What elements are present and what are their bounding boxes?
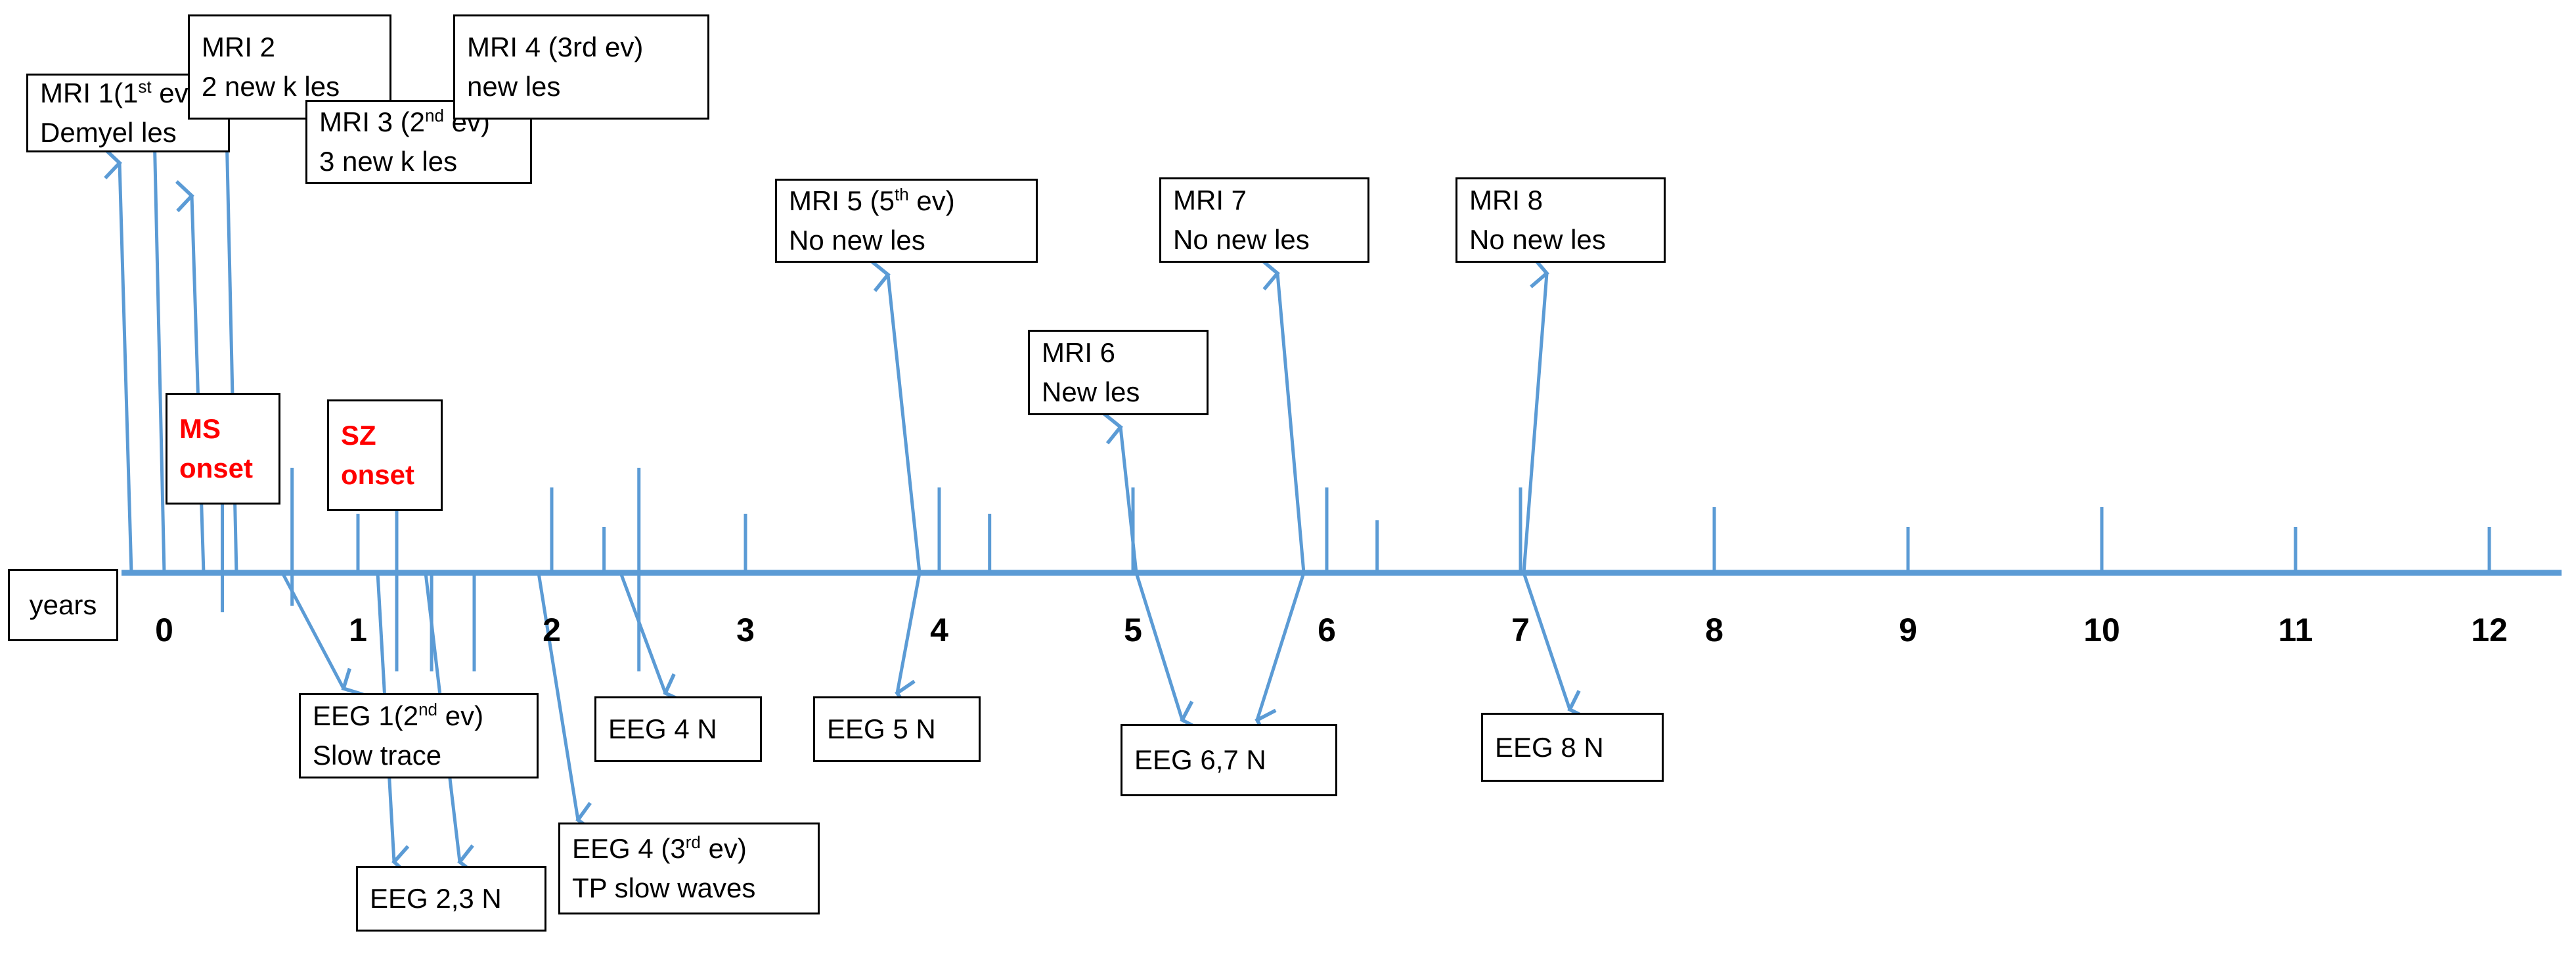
mri-8-box-line-2: No new les <box>1469 224 1606 255</box>
axis-unit-label: years <box>29 589 97 620</box>
eeg-5-n-box[interactable]: EEG 5 N <box>813 696 981 762</box>
mri-4-box-line-1: MRI 4 (3rd ev) <box>467 32 644 63</box>
mri-6-box-line-1: MRI 6 <box>1042 337 1116 369</box>
mri-5-box[interactable]: MRI 5 (5th ev) No new les <box>775 179 1038 263</box>
mri-7-box-connector <box>1260 258 1306 574</box>
mri-6-box-line-2: New les <box>1042 376 1140 407</box>
eeg-4-n-box-connector <box>619 572 686 704</box>
eeg-6-7-n-box[interactable]: EEG 6,7 N <box>1121 724 1337 796</box>
eeg-1-box-connector <box>280 572 365 697</box>
eeg-4-3rd-ev-box[interactable]: EEG 4 (3rd ev) TP slow waves <box>558 823 820 914</box>
eeg-5-n-box-line-1: EEG 5 N <box>827 713 936 745</box>
mri-8-box-line-1: MRI 8 <box>1469 185 1543 216</box>
eeg-5-n-box-connector <box>895 572 922 711</box>
eeg-8-n-box-line-1: EEG 8 N <box>1495 731 1604 763</box>
mri-5-box-line-2: No new les <box>789 225 925 256</box>
eeg-6-7-n-box-connector-2 <box>1255 572 1306 740</box>
eeg-6-7-n-box-connector-1 <box>1134 572 1202 732</box>
mri-3-box-connector <box>175 180 206 574</box>
mri-2-box-connector <box>138 116 166 574</box>
eeg-1-box-line-1: EEG 1(2nd ev) <box>313 700 484 732</box>
axis-tick-label-11: 11 <box>2278 612 2313 648</box>
sz-onset-box-line-2: onset <box>341 459 415 490</box>
mri-6-box-connector <box>1103 412 1138 574</box>
eeg-8-n-box[interactable]: EEG 8 N <box>1481 713 1664 782</box>
mri-5-box-connector <box>870 259 922 574</box>
axis-tick-label-7: 7 <box>1511 612 1530 648</box>
eeg-8-n-box-connector <box>1522 572 1589 721</box>
ms-onset-box[interactable]: MS onset <box>166 393 280 505</box>
eeg-4-3rd-ev-box-connector <box>537 572 596 834</box>
eeg-1-box-line-2: Slow trace <box>313 740 442 771</box>
ms-onset-box-line-2: onset <box>179 453 254 484</box>
sz-onset-box[interactable]: SZ onset <box>327 399 443 511</box>
eeg-4-3rd-ev-box-line-2: TP slow waves <box>572 872 756 903</box>
mri-4-box[interactable]: MRI 4 (3rd ev) new les <box>453 14 709 120</box>
mri-8-box[interactable]: MRI 8 No new les <box>1455 177 1666 263</box>
mri-2-box-line-2: 2 new k les <box>202 71 340 102</box>
mri-8-box-connector <box>1522 256 1549 574</box>
mri-3-box-line-2: 3 new k les <box>319 146 458 177</box>
ms-onset-box-line-1: MS <box>179 413 221 445</box>
eeg-1-box[interactable]: EEG 1(2nd ev) Slow trace <box>299 693 539 778</box>
axis-tick-label-5: 5 <box>1124 612 1142 648</box>
mri-7-box[interactable]: MRI 7 No new les <box>1159 177 1369 263</box>
axis-tick-label-4: 4 <box>930 612 948 648</box>
mri-6-box[interactable]: MRI 6 New les <box>1028 330 1209 415</box>
mri-5-box-line-1: MRI 5 (5th ev) <box>789 185 955 217</box>
mri-2-box-line-1: MRI 2 <box>202 32 276 63</box>
eeg-6-7-n-box-line-1: EEG 6,7 N <box>1134 744 1266 776</box>
mri-3-box-line-1: MRI 3 (2nd ev) <box>319 106 491 138</box>
eeg-2-3-box-line-1: EEG 2,3 N <box>370 883 502 914</box>
mri-4-box-connector <box>210 116 238 574</box>
mri-7-box-line-1: MRI 7 <box>1173 185 1247 216</box>
eeg-4-3rd-ev-box-line-1: EEG 4 (3rd ev) <box>572 832 747 865</box>
eeg-4-n-box-line-1: EEG 4 N <box>608 713 717 745</box>
sz-onset-box-line-1: SZ <box>341 420 376 451</box>
mri-1-box-connector <box>102 147 133 574</box>
axis-tick-label-12: 12 <box>2471 612 2508 648</box>
axis-tick-label-3: 3 <box>736 612 755 648</box>
mri-7-box-line-2: No new les <box>1173 224 1310 255</box>
mri-4-box-line-2: new les <box>467 71 561 102</box>
axis-tick-label-1: 1 <box>349 612 367 648</box>
axis-tick-label-0: 0 <box>155 612 173 648</box>
axis-tick-label-6: 6 <box>1318 612 1336 648</box>
mri-1-box-line-2: Demyel les <box>40 117 177 148</box>
eeg-2-3-box[interactable]: EEG 2,3 N <box>356 866 546 932</box>
axis-tick-label-9: 9 <box>1899 612 1917 648</box>
axis-tick-label-10: 10 <box>2083 612 2120 648</box>
eeg-4-n-box[interactable]: EEG 4 N <box>594 696 762 762</box>
axis-tick-label-8: 8 <box>1705 612 1723 648</box>
axis-tick-label-2: 2 <box>543 612 561 648</box>
axis-unit-label-box: years <box>8 569 118 641</box>
mri-2-box[interactable]: MRI 2 2 new k les <box>188 14 391 120</box>
